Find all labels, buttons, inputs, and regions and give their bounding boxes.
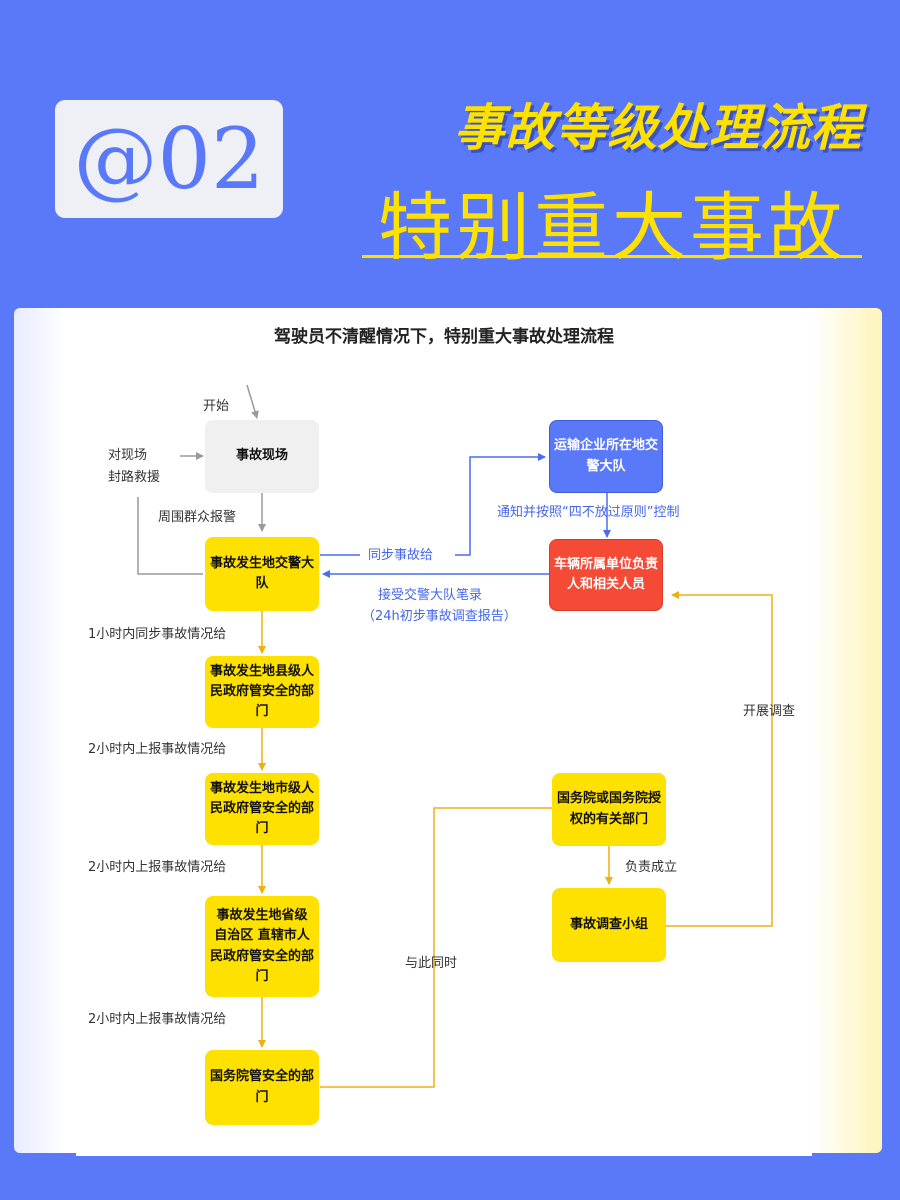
node-county-dept: 事故发生地县级人民政府管安全的部门 xyxy=(205,656,319,728)
node-scene: 事故现场 xyxy=(205,420,319,493)
badge-number: @02 xyxy=(55,100,283,218)
label-start: 开始 xyxy=(203,399,230,414)
label-crowd-report: 周围群众报警 xyxy=(158,510,237,525)
node-state-council-dept: 国务院管安全的部门 xyxy=(205,1050,319,1125)
edge-sync-cont xyxy=(455,453,546,556)
edge-start xyxy=(246,384,259,419)
label-simultaneously: 与此同时 xyxy=(405,956,458,971)
label-report-2h-a: 2小时内上报事故情况给 xyxy=(88,742,227,757)
label-notify-control: 通知并按照“四不放过原则”控制 xyxy=(497,505,680,520)
label-report-24h: （24h初步事故调查报告） xyxy=(362,609,517,624)
label-responsible-setup: 负责成立 xyxy=(625,860,678,875)
node-local-police: 事故发生地交警大队 xyxy=(205,537,319,611)
label-onsite-line1: 对现场 xyxy=(108,448,148,463)
node-investigation-team: 事故调查小组 xyxy=(552,888,666,962)
node-city-dept: 事故发生地市级人民政府管安全的部门 xyxy=(205,773,319,845)
label-sync-1h: 1小时内同步事故情况给 xyxy=(88,627,227,642)
label-report-2h-c: 2小时内上报事故情况给 xyxy=(88,1012,227,1027)
diagram-title: 驾驶员不清醒情况下，特别重大事故处理流程 xyxy=(274,327,614,347)
edge-simultaneously xyxy=(320,807,552,1088)
node-transport-police: 运输企业所在地交警大队 xyxy=(549,420,663,493)
edge-onsite-return xyxy=(137,497,203,575)
label-onsite-line2: 封路救援 xyxy=(108,470,161,485)
edge-investigate xyxy=(666,591,773,927)
node-authorized-dept: 国务院或国务院授权的有关部门 xyxy=(552,773,666,846)
node-province-dept: 事故发生地省级 自治区 直辖市人民政府管安全的部门 xyxy=(205,896,319,997)
label-investigate: 开展调查 xyxy=(743,704,796,719)
header-title: 事故等级处理流程 xyxy=(454,99,862,157)
node-vehicle-unit: 车辆所属单位负责人和相关人员 xyxy=(549,539,663,611)
header-underline xyxy=(362,255,862,258)
label-sync-info: 同步事故给 xyxy=(368,548,434,563)
diagram-panel xyxy=(76,308,812,1156)
label-accept-record: 接受交警大队笔录 xyxy=(378,588,483,603)
label-report-2h-b: 2小时内上报事故情况给 xyxy=(88,860,227,875)
